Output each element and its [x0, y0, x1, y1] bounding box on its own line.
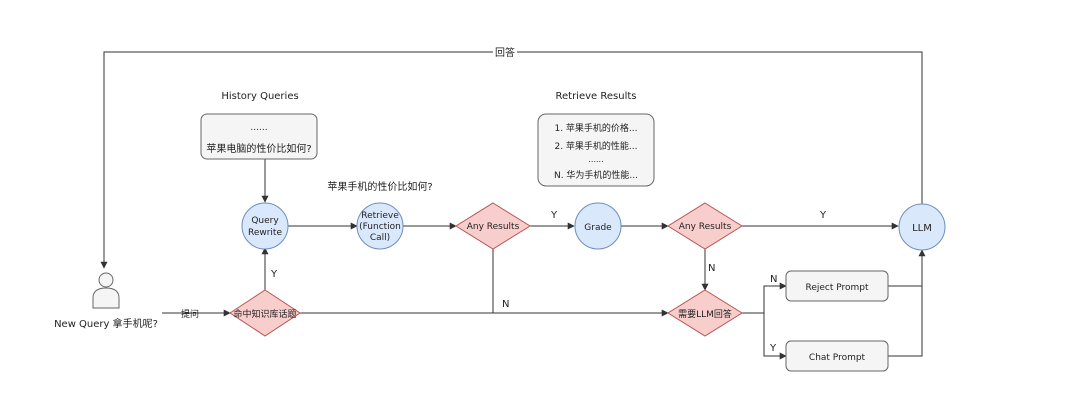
grade-label: Grade: [584, 223, 612, 233]
need-no-connector: [742, 282, 787, 314]
rewritten-query-label: 苹果手机的性价比如何?: [327, 180, 432, 193]
results2-yes-label: Y: [819, 210, 827, 221]
user-label: New Query 拿手机呢?: [54, 317, 158, 330]
hit-kb-label: 命中知识库话题: [233, 308, 296, 320]
need-yes-connector: [763, 313, 787, 360]
history-line-2: 苹果电脑的性价比如何?: [206, 142, 311, 155]
query-rewrite-node: Query Rewrite: [241, 202, 289, 250]
any-results-decision-1: Any Results: [455, 202, 531, 250]
any-results-decision-2: Any Results: [667, 202, 743, 250]
user-actor-icon: [92, 272, 120, 309]
chat-prompt-box: Chat Prompt: [785, 340, 889, 372]
results1-no-label: N: [502, 299, 509, 310]
results1-yes-label: Y: [550, 210, 558, 221]
need-llm-decision: 需要LLM回答: [667, 289, 743, 337]
hit-kb-decision: 命中知识库话题: [229, 289, 301, 337]
need-llm-label: 需要LLM回答: [678, 308, 732, 320]
history-title: History Queries: [221, 91, 298, 102]
retrieve-line-1: Retrieve: [361, 211, 399, 221]
chat-prompt-label: Chat Prompt: [809, 353, 866, 363]
retrieve-node: Retrieve (Function Call): [356, 202, 404, 250]
chat-to-llm-connector: [888, 249, 926, 357]
llm-label: LLM: [912, 223, 932, 234]
retrieve-line-2: (Function: [359, 222, 401, 232]
results-line-2: 2. 苹果手机的性能...: [554, 140, 637, 152]
history-box: ...... 苹果电脑的性价比如何?: [200, 113, 318, 160]
any-results-1-label: Any Results: [467, 222, 520, 232]
query-rewrite-line-1: Query: [251, 216, 279, 226]
need-no-label: N: [770, 274, 777, 285]
llm-node: LLM: [898, 203, 946, 251]
retrieve-results-title: Retrieve Results: [556, 91, 637, 102]
any-results-2-label: Any Results: [679, 222, 732, 232]
query-rewrite-line-2: Rewrite: [248, 228, 282, 238]
results-line-4: N. 华为手机的性能...: [554, 169, 638, 181]
reject-prompt-box: Reject Prompt: [785, 270, 889, 302]
answer-loop-label: 回答: [495, 46, 515, 59]
results2-no-label: N: [708, 263, 715, 274]
ask-label: 提问: [181, 308, 199, 320]
results-box: 1. 苹果手机的价格... 2. 苹果手机的性能... ...... N. 华为…: [537, 113, 655, 187]
retrieve-line-3: Call): [370, 233, 390, 243]
grade-node: Grade: [574, 202, 622, 250]
reject-prompt-label: Reject Prompt: [805, 283, 869, 293]
hit-yes-label: Y: [270, 269, 278, 280]
need-yes-label: Y: [769, 343, 777, 354]
results-line-1: 1. 苹果手机的价格...: [554, 122, 637, 134]
answer-loop-label-bg: [493, 45, 517, 59]
history-line-1: ......: [250, 123, 267, 133]
results-line-3: ......: [588, 155, 603, 164]
